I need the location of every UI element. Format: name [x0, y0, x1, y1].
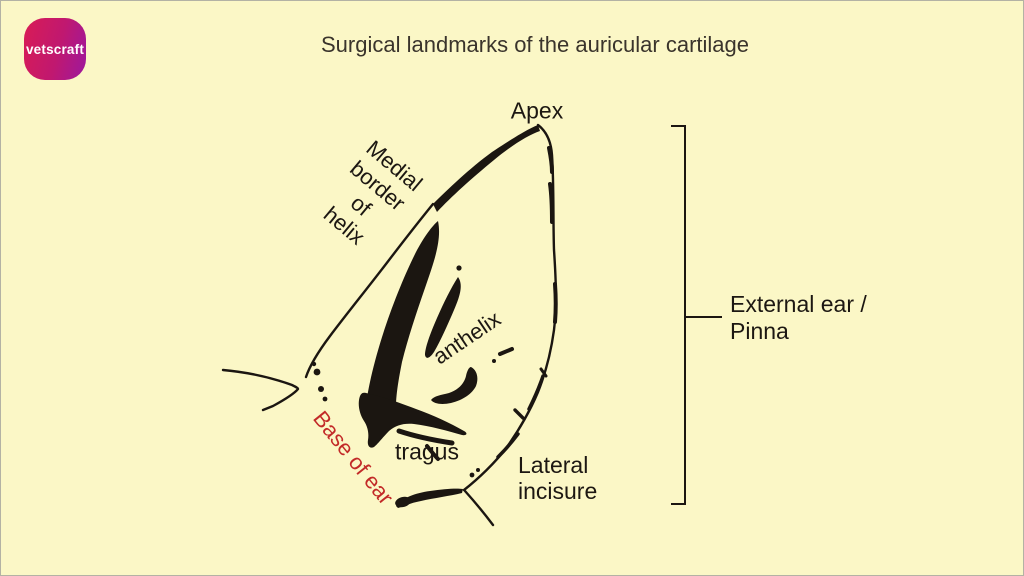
ear-ink-dot — [492, 359, 496, 363]
ear-ink-dash — [498, 347, 514, 356]
ear-ink-dot — [311, 361, 317, 367]
ear-outline-texture — [548, 182, 554, 224]
ear-ink-dot — [322, 396, 328, 402]
ear-medial-border-stroke — [433, 125, 540, 212]
ear-tragus-tendril — [396, 428, 455, 446]
ear-outline-right — [462, 123, 558, 492]
label-apex: Apex — [510, 97, 564, 124]
label-external-ear-pinna: External ear / Pinna — [730, 291, 867, 344]
ear-base-stroke — [396, 488, 463, 508]
label-lateral-incisure: Lateral incisure — [518, 452, 598, 504]
page-title: Surgical landmarks of the auricular cart… — [321, 32, 749, 57]
ear-base-hook-line — [221, 368, 300, 412]
ear-tragus-shading — [358, 392, 467, 448]
ear-outline-texture — [527, 374, 545, 411]
ear-anthelix-ridge — [425, 277, 461, 358]
ear-ink-dash — [513, 408, 525, 420]
bracket-top-tick — [671, 125, 686, 127]
ear-outline-texture — [553, 282, 558, 324]
ear-outline-texture — [547, 146, 554, 174]
ear-ink-dot — [313, 368, 321, 376]
ear-ink-dot — [469, 472, 475, 478]
ear-ink-dot — [476, 468, 480, 472]
ear-fold-shading — [431, 367, 478, 404]
bracket-vertical-line — [684, 125, 686, 505]
ear-outline-texture — [496, 432, 520, 459]
ear-ink-dot — [318, 386, 324, 392]
vetscraft-logo-text: vetscraft — [25, 41, 85, 57]
ear-ink-dash — [539, 367, 548, 378]
ear-concha-shading — [365, 221, 440, 425]
ear-tragus-tendril — [425, 444, 440, 461]
ear-ink-dot — [456, 265, 462, 271]
label-tragus: tragus — [395, 438, 459, 465]
bracket-middle-tick — [684, 316, 722, 318]
bracket-bottom-tick — [671, 503, 686, 505]
ear-incisure-line — [463, 489, 495, 527]
vetscraft-logo: vetscraft — [24, 18, 86, 80]
ear-base-stroke-blob — [395, 496, 411, 508]
ear-outline-medial — [304, 202, 435, 379]
